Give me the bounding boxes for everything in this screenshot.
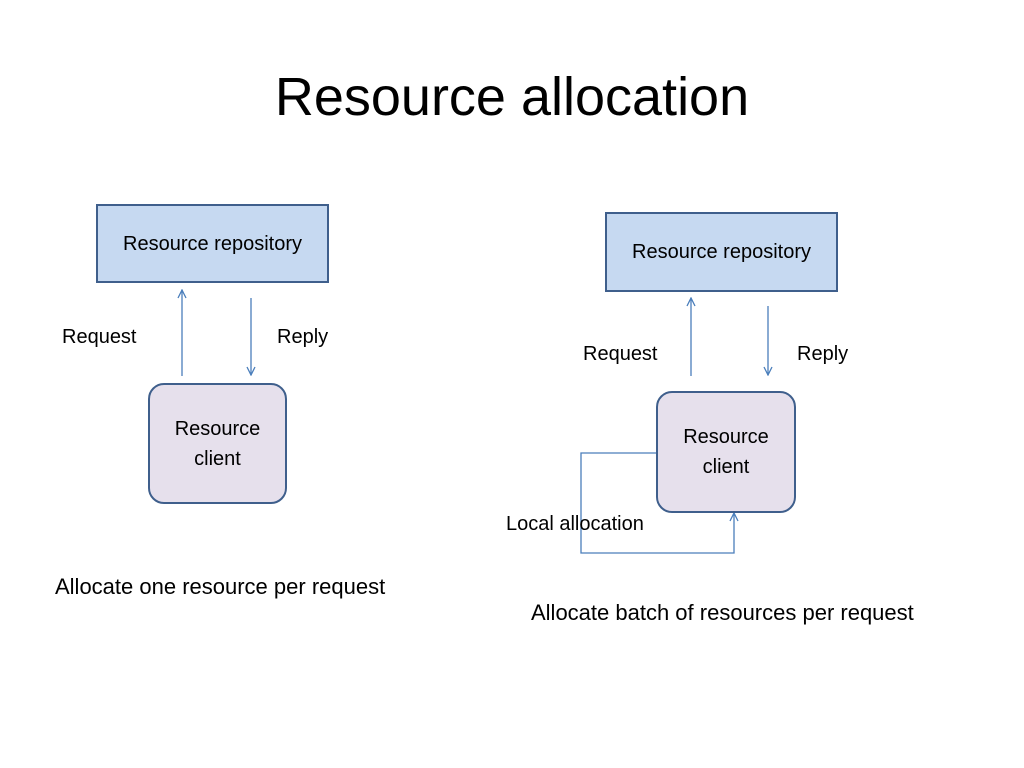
left-resource-repository-box: Resource repository (96, 204, 329, 283)
left-caption: Allocate one resource per request (55, 574, 386, 599)
right-client-label: Resource client (683, 426, 769, 478)
right-repository-label: Resource repository (632, 241, 811, 263)
left-request-label: Request (62, 326, 137, 348)
left-reply-label: Reply (277, 326, 329, 348)
right-resource-client-box: Resource client (656, 391, 796, 513)
local-allocation-loop-arrow (580, 452, 734, 554)
right-request-label: Request (583, 343, 658, 365)
slide-title: Resource allocation (274, 67, 750, 127)
left-client-label: Resource client (174, 417, 261, 470)
right-reply-label: Reply (797, 343, 849, 365)
right-resource-repository-box: Resource repository (605, 212, 838, 292)
local-allocation-label: Local allocation (506, 513, 644, 535)
right-caption: Allocate batch of resources per request (531, 600, 914, 625)
left-resource-client-box: Resource client (148, 383, 287, 504)
left-repository-label: Resource repository (123, 232, 302, 255)
